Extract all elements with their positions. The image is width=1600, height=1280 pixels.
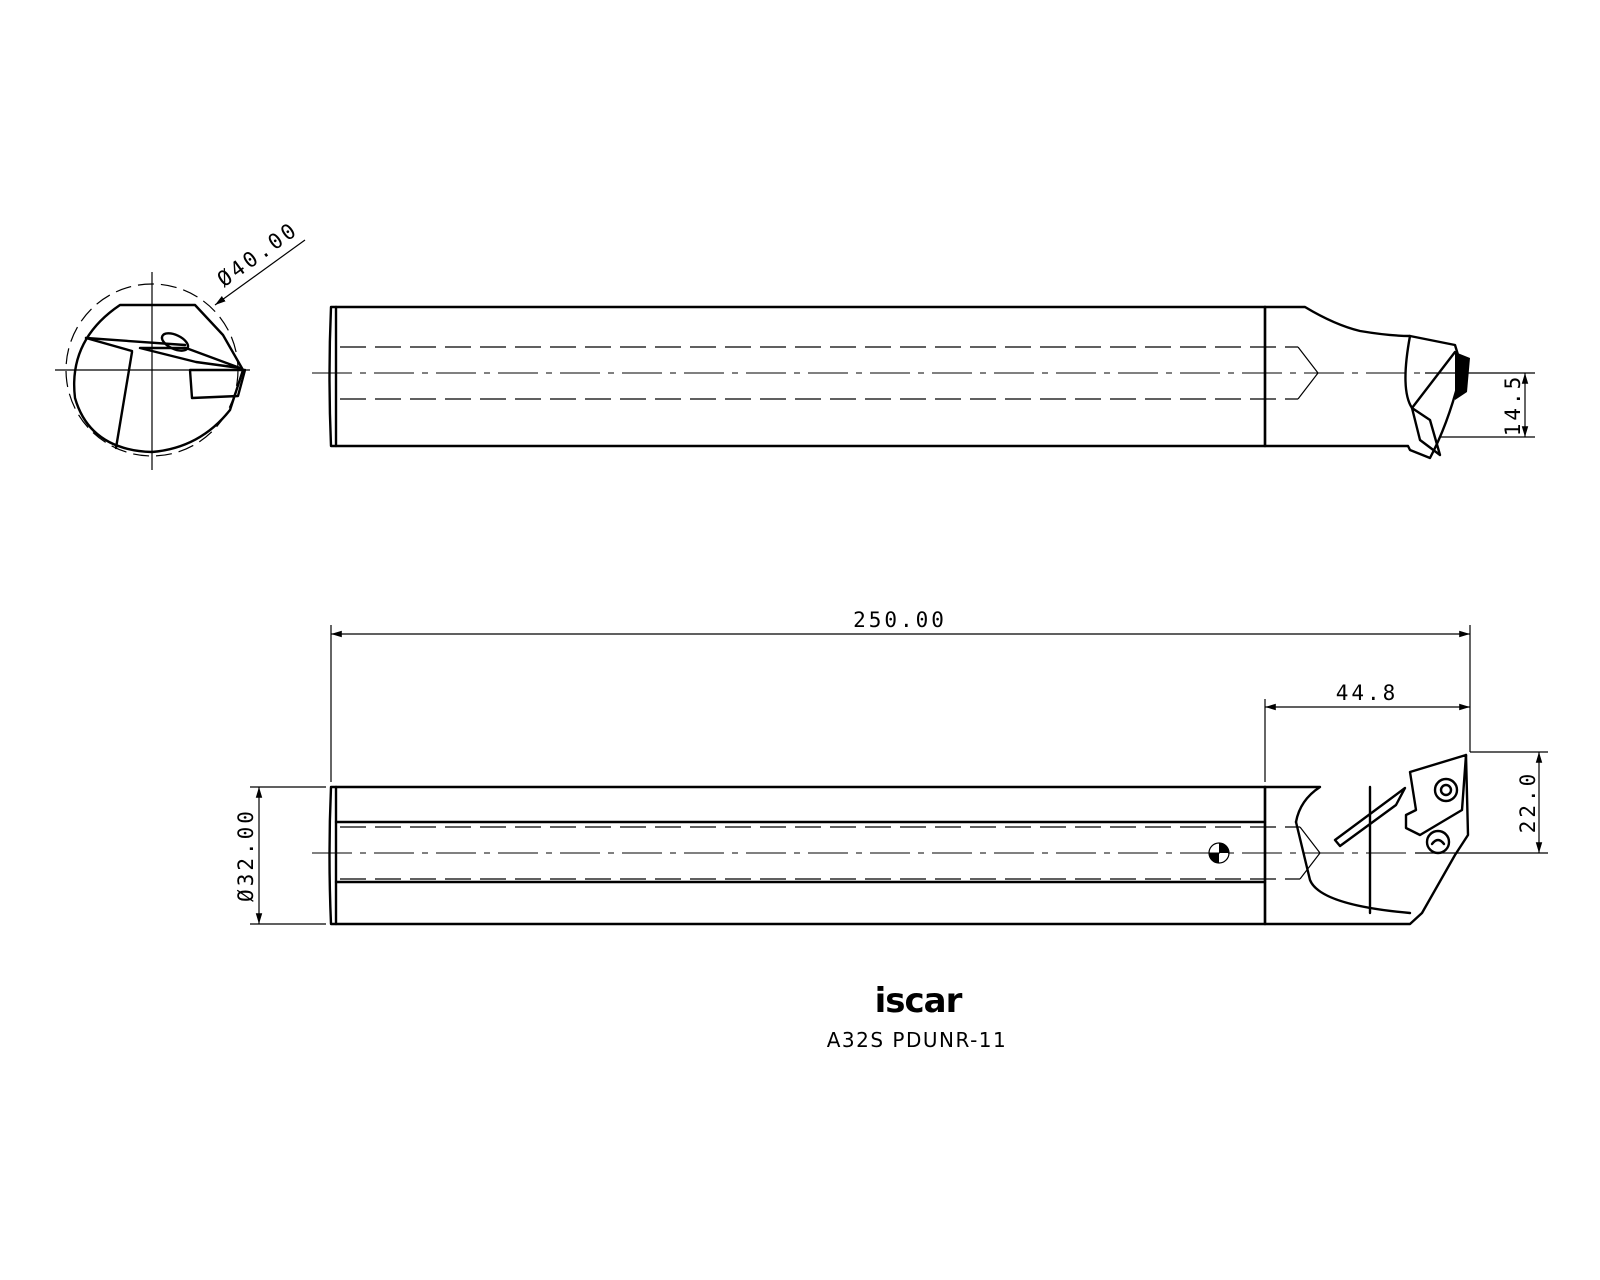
top-view-head <box>1263 305 1464 460</box>
top-view-shank <box>328 305 1267 448</box>
shank-diameter-label: Ø32.00 <box>234 808 258 902</box>
head-diameter-leader <box>214 239 306 306</box>
end-view-clamp-edge <box>84 336 187 347</box>
side-view-coolant-port-fill-2 <box>1209 853 1219 863</box>
side-view-insert-screw-inner <box>1439 783 1453 797</box>
end-view-screw <box>160 332 190 352</box>
side-view-clamp-lever <box>1333 786 1407 848</box>
part-number: A32S PDUNR-11 <box>827 1028 1008 1052</box>
end-view-clamp-arm <box>138 346 242 370</box>
top-view: 14.5 <box>312 305 1535 460</box>
cutting-height-label: 14.5 <box>1501 374 1525 437</box>
top-view-head-contour <box>1404 334 1457 410</box>
top-view-clamp <box>1455 352 1470 400</box>
side-view-insert <box>1404 753 1468 837</box>
end-view-shank-outline <box>73 303 245 454</box>
brand-logo: iscar <box>875 981 963 1021</box>
head-length-label: 44.8 <box>1336 681 1399 705</box>
end-view: Ø40.00 <box>55 217 306 470</box>
side-view-clamp-screw-slot <box>1430 838 1446 846</box>
top-view-insert <box>1410 406 1442 457</box>
side-view: 250.00 44.8 22.0 Ø32.00 <box>234 608 1548 926</box>
end-view-flat <box>114 350 134 450</box>
offset-width-label: 22.0 <box>1516 771 1540 834</box>
side-view-head-top <box>1263 785 1322 824</box>
side-view-head-outline <box>1263 753 1470 926</box>
title-block: iscar A32S PDUNR-11 <box>827 981 1008 1052</box>
head-diameter-label: Ø40.00 <box>213 217 303 292</box>
end-view-clamp-edge-2 <box>84 336 134 353</box>
side-view-head-contour <box>1294 820 1412 915</box>
side-view-shank <box>328 785 1267 926</box>
side-view-coolant-port-fill-1 <box>1219 843 1229 853</box>
overall-length-label: 250.00 <box>853 608 947 632</box>
side-view-insert-screw-outer <box>1433 777 1459 803</box>
side-view-clamp-screw-outer <box>1425 829 1451 855</box>
